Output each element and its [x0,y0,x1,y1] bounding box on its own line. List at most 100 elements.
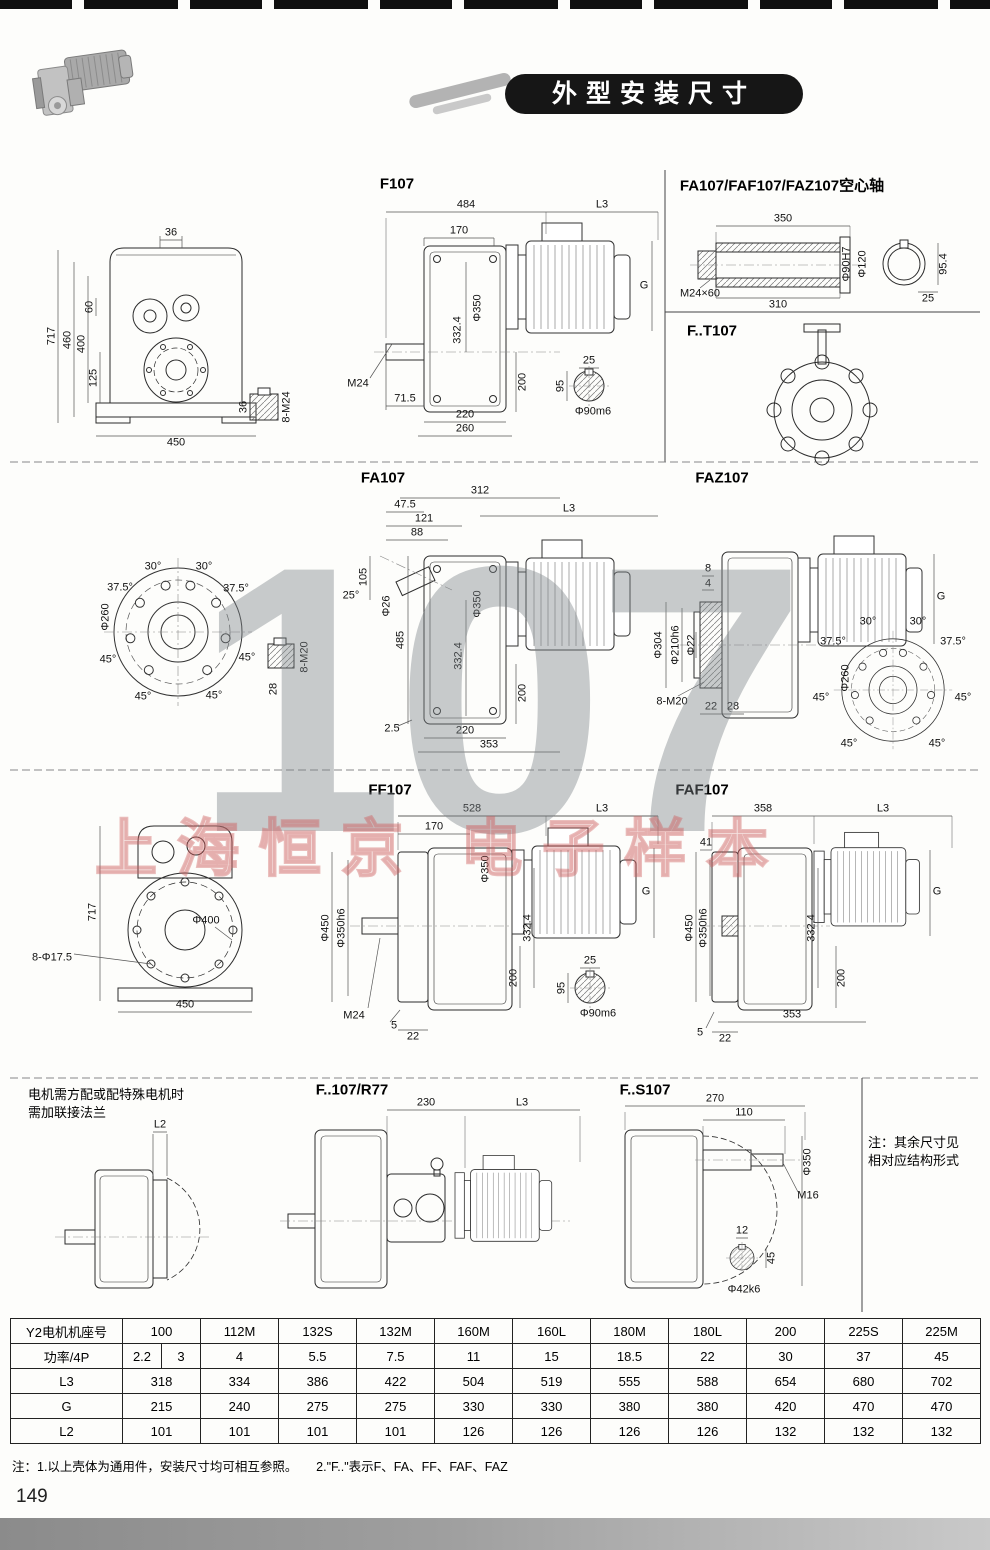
table-cell: 200 [746,1318,826,1344]
dim-label: 450 [175,998,195,1011]
dim-label: 25 [921,292,935,305]
table-cell: 422 [356,1368,436,1394]
fa107-drawing [369,497,658,753]
faz107-drawing [665,535,953,750]
dim-label: L3 [562,502,576,515]
section-title-fa107: FA107 [360,469,406,487]
dim-label: L3 [515,1096,529,1109]
panel-dividers [10,170,980,1312]
dim-label: M24 [347,377,369,390]
row-header: G [10,1393,123,1419]
hollow-shaft-drawing [690,225,939,299]
section-title-ft107: F..T107 [686,322,738,340]
table-cell: 3 [160,1343,202,1369]
dim-label: 353 [479,738,499,751]
table-cell: 380 [668,1393,748,1419]
dim-label: Φ90m6 [579,1007,617,1020]
row-header: Y2电机机座号 [10,1318,123,1344]
row-header: 功率/4P [10,1343,123,1369]
dim-label: G [936,590,946,603]
row-header: L3 [10,1368,123,1394]
dim-label: 45° [99,653,117,666]
table-cell: 11 [434,1343,514,1369]
table-cell: 126 [668,1418,748,1444]
table-cell: 420 [746,1393,826,1419]
front-view-top-drawing [57,236,279,437]
dim-label: Φ400 [192,914,220,927]
dim-label: Φ350h6 [335,908,348,948]
dim-label: 41 [699,836,713,849]
table-cell: 702 [902,1368,982,1394]
dim-label: 28 [267,682,280,696]
table-cell: 15 [512,1343,592,1369]
dim-label: 270 [705,1092,725,1105]
dim-label: 358 [753,802,773,815]
dim-label: 28 [726,700,740,713]
dim-label: M24 [343,1009,365,1022]
dim-label: 45° [928,737,946,750]
table-row-frames: Y2电机机座号 100 112M 132S 132M 160M 160L 180… [10,1318,982,1344]
table-cell: 330 [434,1393,514,1419]
table-cell: 132S [278,1318,358,1344]
section-title-ff107: FF107 [368,781,412,799]
table-row-power: 功率/4P 2.2 3 4 5.5 7.5 11 15 18.5 22 30 3… [10,1343,982,1369]
faf107-drawing [695,815,953,1033]
dim-label: 95.4 [937,253,950,275]
side-note-line1: 注：其余尺寸见 [868,1135,960,1150]
dim-label: Φ350 [471,294,484,322]
dim-label: Φ120 [856,250,869,278]
table-cell: 132 [824,1418,904,1444]
dim-label: 71.5 [394,392,416,405]
table-cell: 555 [590,1368,670,1394]
table-cell: 7.5 [356,1343,436,1369]
table-cell: 180M [590,1318,670,1344]
dim-label: 37.5° [940,635,966,648]
dim-label: 5 [390,1019,398,1032]
table-cell: 22 [668,1343,748,1369]
table-cell: 37 [824,1343,904,1369]
dim-label: L2 [153,1118,167,1131]
bottom-bar [0,1518,990,1550]
dim-label: 5 [696,1026,704,1039]
dim-label: 22 [718,1032,732,1045]
table-row-l2: L2 101 101 101 101 126 126 126 126 132 1… [10,1418,982,1444]
option-note-line1: 电机需方配或配特殊电机时 [28,1087,185,1102]
f107-drawing [369,211,659,437]
table-cell: 225S [824,1318,904,1344]
section-title-fr77: F..107/R77 [315,1081,389,1099]
dim-label: 220 [455,408,475,421]
dim-label: 45° [812,691,830,704]
dim-label: 528 [462,802,482,815]
dim-label: Φ260 [839,664,852,692]
table-row-g: G 215 240 275 275 330 330 380 380 420 47… [10,1393,982,1419]
dim-label: Φ350 [471,590,484,618]
dim-label: 30° [195,560,213,573]
table-cell: 101 [278,1418,358,1444]
table-row-l3: L3 318 334 386 422 504 519 555 588 654 6… [10,1368,982,1394]
dim-label: 8-M20 [656,695,688,708]
dim-label: 8-Φ17.5 [32,951,72,964]
dim-label: 2.5 [384,722,400,735]
table-cell: 100 [121,1318,202,1344]
page-number: 149 [16,1486,48,1507]
table-cell: 101 [121,1418,202,1444]
dim-label: 450 [166,436,186,449]
dim-label: 45° [134,690,152,703]
dim-label: G [641,885,651,898]
fr77-drawing [280,1109,581,1289]
section-title-fs107: F..S107 [619,1081,671,1099]
dim-label: 170 [449,224,469,237]
dim-label: 95 [555,981,568,995]
page-title: 外型安装尺寸 [505,74,803,114]
dim-label: 37.5° [223,582,249,595]
section-title-faz107: FAZ107 [695,469,749,487]
dim-label: 25° [342,589,360,602]
dim-label: 170 [424,820,444,833]
dim-label: 47.5 [394,498,416,511]
dim-label: L3 [876,802,890,815]
fs107-drawing [624,1105,806,1289]
table-cell: 30 [746,1343,826,1369]
dim-label: Φ26 [380,595,393,617]
dim-label: 717 [45,326,58,346]
